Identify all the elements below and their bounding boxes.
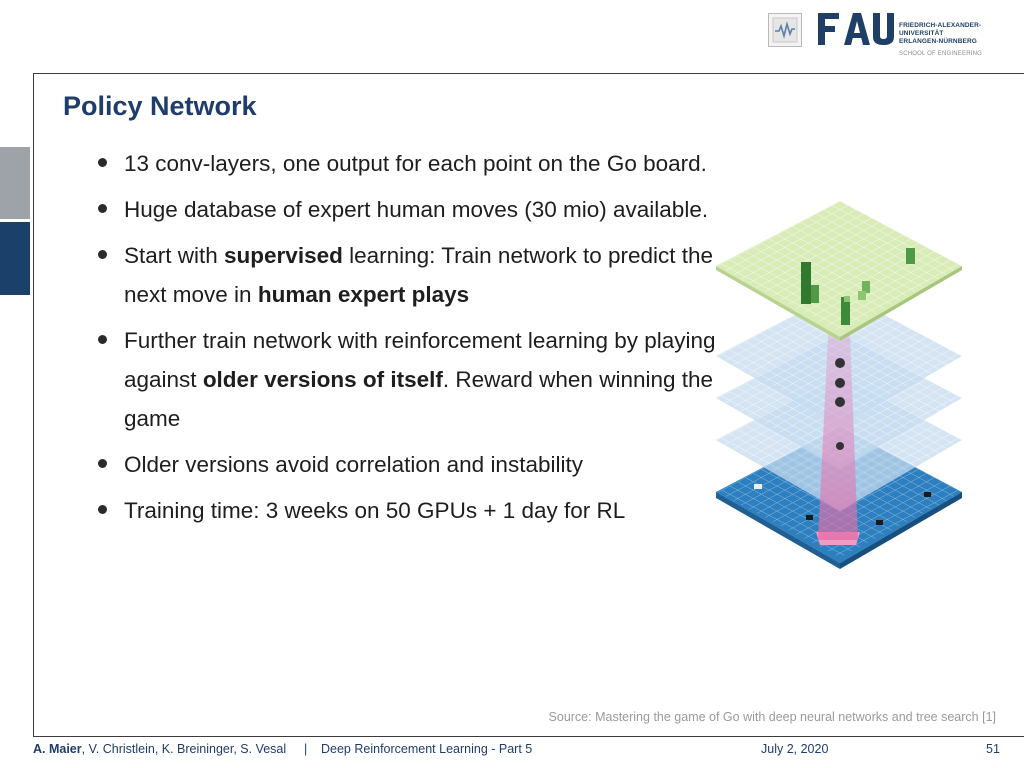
bullet-text: Start with [124,243,225,268]
footer-course: Deep Reinforcement Learning - Part 5 [321,742,533,756]
slide-frame [33,73,1024,737]
footer-separator: | [304,742,308,756]
bullet-item: Huge database of expert human moves (30 … [96,190,716,229]
bullet-item: Start with supervised learning: Train ne… [96,236,716,314]
output-layer [716,201,963,341]
output-bar [801,262,811,304]
university-line-2: UNIVERSITÄT [899,30,944,37]
school-name: SCHOOL OF ENGINEERING [899,51,982,57]
bullet-bold-text: supervised [224,243,343,268]
output-bar [844,296,850,302]
page-number: 51 [986,742,1000,756]
university-name: FRIEDRICH-ALEXANDER- UNIVERSITÄT ERLANGE… [899,22,981,46]
bullet-item: Further train network with reinforcement… [96,321,716,438]
bullet-text: . Reward when winning the game [124,367,714,431]
bullet-text: Training time: 3 weeks on 50 GPUs + 1 da… [124,498,626,523]
output-bar [811,285,819,303]
waveform-icon [772,17,798,43]
output-bar [841,297,850,325]
layer-node [835,358,845,368]
bullet-bold-text: human expert plays [257,282,470,307]
bullet-text: learning: Train network to predict the n… [124,243,714,307]
output-bar [906,248,915,264]
footer-authors: A. Maier, V. Christlein, K. Breininger, … [33,742,286,756]
bullet-text: Huge database of expert human moves (30 … [124,197,709,222]
bullet-list: 13 conv-layers, one output for each poin… [96,144,716,537]
side-tab-blue [0,222,30,295]
receptive-field-beam [818,335,858,540]
institute-logo [768,13,802,47]
bullet-item: Training time: 3 weeks on 50 GPUs + 1 da… [96,491,716,530]
layer-node [835,397,845,407]
footer: A. Maier, V. Christlein, K. Breininger, … [33,742,1003,758]
bullet-item: Older versions avoid correlation and ins… [96,445,716,484]
bullet-item: 13 conv-layers, one output for each poin… [96,144,716,183]
bullet-text: Older versions avoid correlation and ins… [124,452,583,477]
stone-white [754,484,762,489]
layer-node [836,442,844,450]
source-citation: Source: Mastering the game of Go with de… [548,710,996,724]
output-bar [858,291,866,300]
slide-title: Policy Network [63,91,257,121]
bullet-text: 13 conv-layers, one output for each poin… [124,151,707,176]
footer-main-author: A. Maier [33,742,82,756]
fau-logo [818,13,894,45]
bullet-bold-text: older versions of itself [202,367,443,392]
output-bar [862,281,870,293]
footer-coauthors: , V. Christlein, K. Breininger, S. Vesal [81,742,287,756]
bullet-text: Further train network with reinforcement… [124,328,716,392]
policy-network-figure [716,201,963,569]
university-line-3: ERLANGEN-NÜRNBERG [899,38,977,45]
layer-node [835,378,845,388]
footer-date: July 2, 2020 [761,742,829,756]
university-line-1: FRIEDRICH-ALEXANDER- [899,22,982,29]
stone-black [876,520,883,525]
stone-black [924,492,931,497]
side-tab-grey [0,147,30,219]
stone-black [806,515,813,520]
